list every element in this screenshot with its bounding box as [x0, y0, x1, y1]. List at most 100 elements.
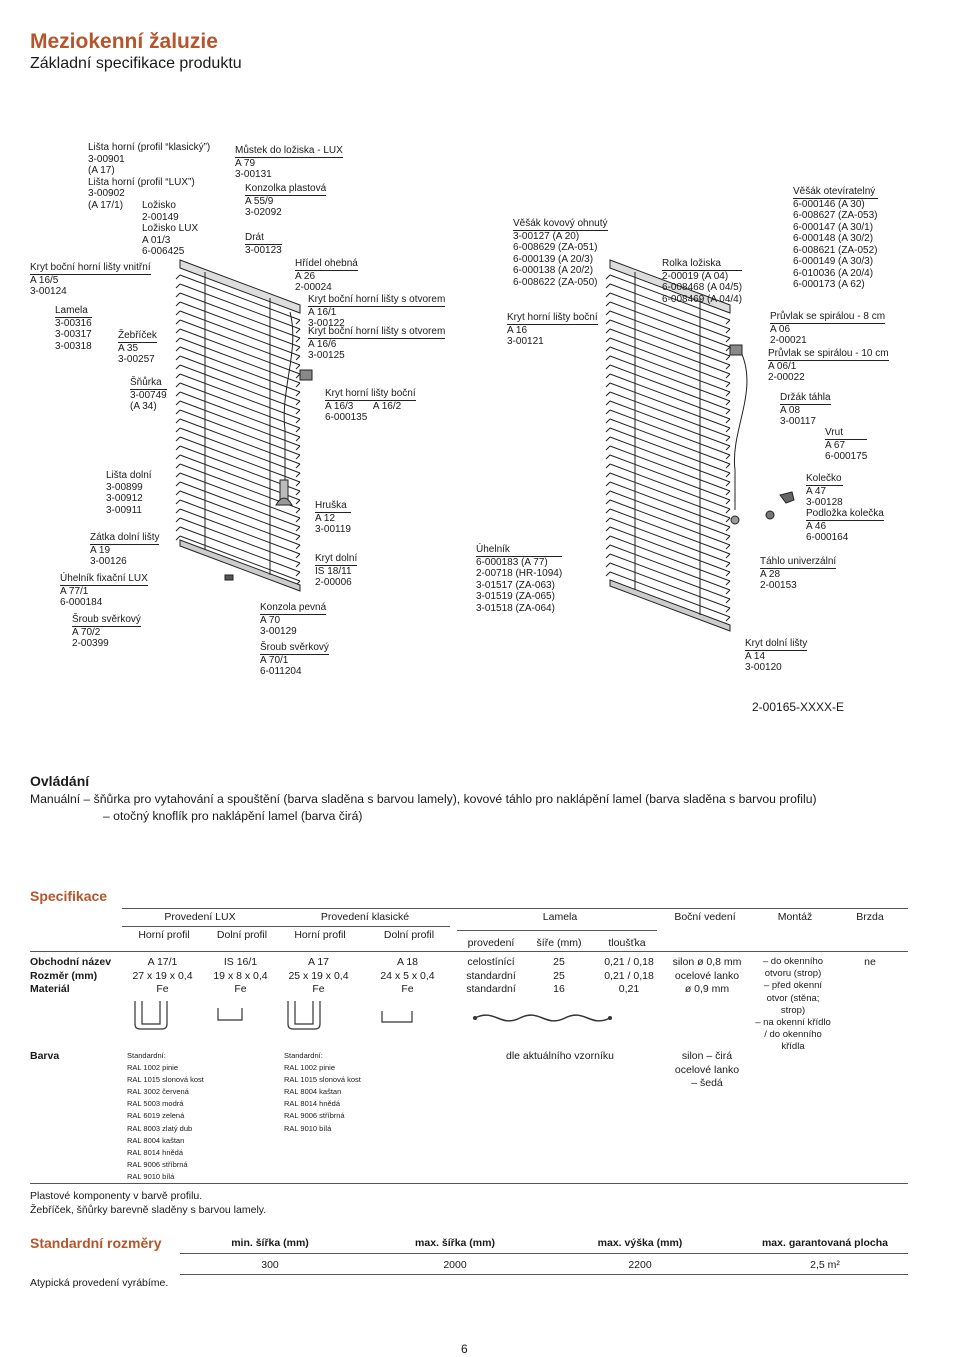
- slat: [175, 391, 301, 442]
- lamela-sketch: [473, 1014, 612, 1022]
- page-subtitle: Základní specifikace produktu: [30, 55, 242, 72]
- slat: [175, 364, 301, 415]
- slat: [605, 517, 731, 568]
- slat: [175, 526, 301, 577]
- slat: [605, 337, 731, 388]
- slat: [605, 355, 731, 406]
- slat: [175, 472, 301, 523]
- divider: [30, 951, 908, 952]
- divider: [122, 908, 908, 909]
- slat: [605, 409, 731, 460]
- slat: [175, 373, 301, 424]
- sub-tloustka: tloušťka: [608, 937, 646, 949]
- page-number: 6: [461, 1342, 468, 1356]
- slat: [605, 562, 731, 613]
- slat: [605, 463, 731, 514]
- label-kryt-horni-bocni-1: Kryt horní lišty boční A 16/3 A 16/2 6-0…: [325, 388, 416, 423]
- slat: [605, 310, 731, 361]
- slat: [605, 571, 731, 622]
- slat: [605, 436, 731, 487]
- slat: [175, 409, 301, 460]
- blind-exploded-diagram: [175, 259, 795, 632]
- left-blind-drawing: [175, 259, 313, 592]
- header-bocni: Boční vedení: [674, 911, 736, 923]
- header-klasicke: Provedení klasické: [320, 911, 410, 923]
- sub-lux-dolni: Dolní profil: [216, 929, 268, 941]
- sub-kl-horni: Horní profil: [294, 929, 346, 941]
- slat: [605, 472, 731, 523]
- barva-lamela: dle aktuálního vzorníku: [506, 1050, 614, 1062]
- slat: [175, 274, 301, 325]
- product-code: 2-00165-XXXX-E: [752, 700, 845, 714]
- sub-sire: šíře (mm): [536, 937, 582, 949]
- slat: [605, 274, 731, 325]
- slat: [175, 346, 301, 397]
- rozmery-header-plocha: max. garantovaná plocha: [761, 1237, 889, 1249]
- slat: [175, 337, 301, 388]
- slat: [605, 400, 731, 451]
- slat: [605, 535, 731, 586]
- slat: [175, 400, 301, 451]
- rozmery-note: Atypická provedení vyrábíme.: [30, 1277, 169, 1289]
- rozmery-plocha: 2,5 m²: [810, 1259, 840, 1271]
- slat: [175, 328, 301, 379]
- slat: [605, 481, 731, 532]
- slat: [605, 364, 731, 415]
- slat: [175, 481, 301, 532]
- right-blind-drawing: [605, 259, 795, 632]
- slat: [605, 301, 731, 352]
- slat: [605, 418, 731, 469]
- slat: [175, 499, 301, 550]
- rozmery-header-min-sirka: min. šířka (mm): [231, 1237, 309, 1249]
- slat: [605, 553, 731, 604]
- divider: [180, 1253, 908, 1254]
- slat: [605, 292, 731, 343]
- header-lamela: Lamela: [542, 911, 578, 923]
- slat: [175, 508, 301, 559]
- profile-sketches: [134, 1001, 413, 1030]
- sub-provedeni: provedení: [467, 937, 515, 949]
- slat: [175, 319, 301, 370]
- slat: [175, 427, 301, 478]
- header-brzda: Brzda: [856, 911, 884, 923]
- slat: [605, 454, 731, 505]
- brzda-value: ne: [864, 956, 876, 968]
- ovladani-line-1: Manuální – šňůrka pro vytahování a spouš…: [30, 792, 817, 806]
- slat: [175, 436, 301, 487]
- slat: [605, 445, 731, 496]
- slat: [605, 490, 731, 541]
- rozmery-max-sirka: 2000: [443, 1259, 467, 1271]
